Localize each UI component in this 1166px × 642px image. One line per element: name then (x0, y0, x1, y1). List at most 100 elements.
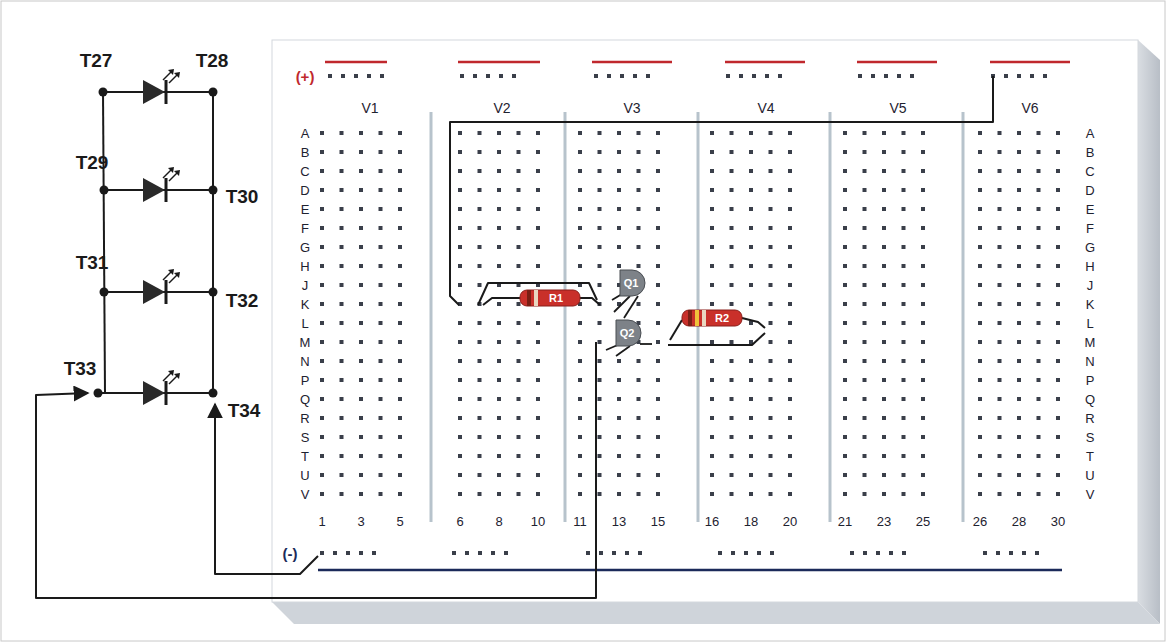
hole (656, 169, 660, 173)
hole (769, 188, 773, 192)
hole (578, 131, 582, 135)
hole (517, 473, 521, 477)
transistor-legs (606, 294, 652, 356)
hole (978, 264, 982, 268)
hole (730, 397, 734, 401)
hole (882, 207, 886, 211)
hole (749, 245, 753, 249)
hole (710, 131, 714, 135)
column-number: 13 (612, 515, 626, 528)
hole (379, 492, 383, 496)
hole (320, 283, 324, 287)
hole (656, 321, 660, 325)
hole (996, 551, 1000, 555)
hole (598, 226, 602, 230)
hole (617, 473, 621, 477)
hole (637, 264, 641, 268)
hole (1017, 226, 1021, 230)
hole (998, 473, 1002, 477)
column-number: 20 (783, 515, 797, 528)
hole (598, 264, 602, 268)
hole (656, 283, 660, 287)
hole (863, 264, 867, 268)
hole (978, 207, 982, 211)
hole (359, 188, 363, 192)
hole (398, 492, 402, 496)
hole (710, 359, 714, 363)
hole (882, 416, 886, 420)
hole (346, 551, 350, 555)
hole (398, 302, 402, 306)
hole (517, 188, 521, 192)
hole (769, 245, 773, 249)
hole (637, 169, 641, 173)
hole (578, 416, 582, 420)
hole (499, 74, 503, 78)
hole (1017, 169, 1021, 173)
negative-rail-line (318, 569, 1062, 572)
hole (517, 454, 521, 458)
hole (637, 416, 641, 420)
column-number: 5 (396, 515, 403, 528)
hole (379, 321, 383, 325)
hole (598, 150, 602, 154)
hole (978, 435, 982, 439)
hole (843, 340, 847, 344)
hole (921, 207, 925, 211)
hole (978, 359, 982, 363)
hole (769, 435, 773, 439)
hole (998, 245, 1002, 249)
hole (536, 245, 540, 249)
hole (921, 397, 925, 401)
hole (578, 150, 582, 154)
terminal-label: T29 (76, 153, 109, 172)
hole (478, 207, 482, 211)
hole (398, 473, 402, 477)
hole (320, 207, 324, 211)
hole (379, 150, 383, 154)
hole (788, 397, 792, 401)
hole (359, 150, 363, 154)
hole (902, 340, 906, 344)
hole (921, 169, 925, 173)
hole (478, 188, 482, 192)
hole (730, 207, 734, 211)
hole (637, 359, 641, 363)
hole (637, 473, 641, 477)
hole (730, 492, 734, 496)
hole (458, 321, 462, 325)
row-letter: K (301, 298, 310, 311)
hole (752, 74, 756, 78)
hole (978, 283, 982, 287)
hole (1017, 340, 1021, 344)
hole (978, 416, 982, 420)
hole (536, 340, 540, 344)
hole (863, 169, 867, 173)
resistor-r2 (682, 310, 742, 326)
hole (458, 473, 462, 477)
hole (598, 492, 602, 496)
led-bar (165, 80, 168, 104)
column-number: 26 (973, 515, 987, 528)
hole (1056, 378, 1060, 382)
hole (340, 169, 344, 173)
hole (536, 131, 540, 135)
hole (359, 245, 363, 249)
hole (578, 226, 582, 230)
hole (921, 454, 925, 458)
row-letter: B (301, 146, 310, 159)
hole (998, 359, 1002, 363)
row-letter: B (1086, 146, 1095, 159)
hole (340, 340, 344, 344)
hole (902, 435, 906, 439)
row-letter: A (301, 127, 310, 140)
hole (478, 454, 482, 458)
hole (320, 492, 324, 496)
hole (739, 74, 743, 78)
hole (843, 188, 847, 192)
hole (379, 169, 383, 173)
hole (710, 340, 714, 344)
hole (478, 435, 482, 439)
hole (478, 131, 482, 135)
hole (578, 340, 582, 344)
